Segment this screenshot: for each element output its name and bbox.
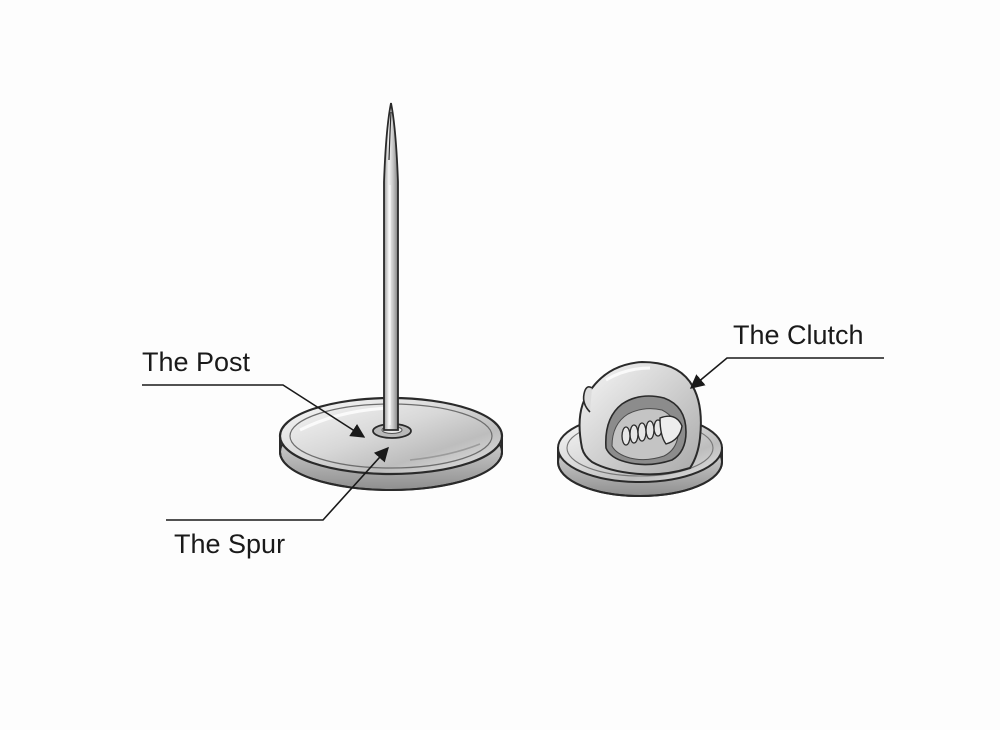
clutch-leader-line <box>689 357 884 389</box>
butterfly-clutch-icon <box>557 360 723 497</box>
pin-back-with-post-icon <box>278 102 504 491</box>
leader-lines <box>142 357 884 521</box>
post <box>383 102 399 431</box>
clutch-spring <box>621 419 663 446</box>
label-the-spur: The Spur <box>174 529 286 559</box>
post-leader-line <box>142 384 366 438</box>
spur-leader-line <box>166 446 389 521</box>
label-the-clutch: The Clutch <box>733 320 864 350</box>
label-the-post: The Post <box>142 347 251 377</box>
